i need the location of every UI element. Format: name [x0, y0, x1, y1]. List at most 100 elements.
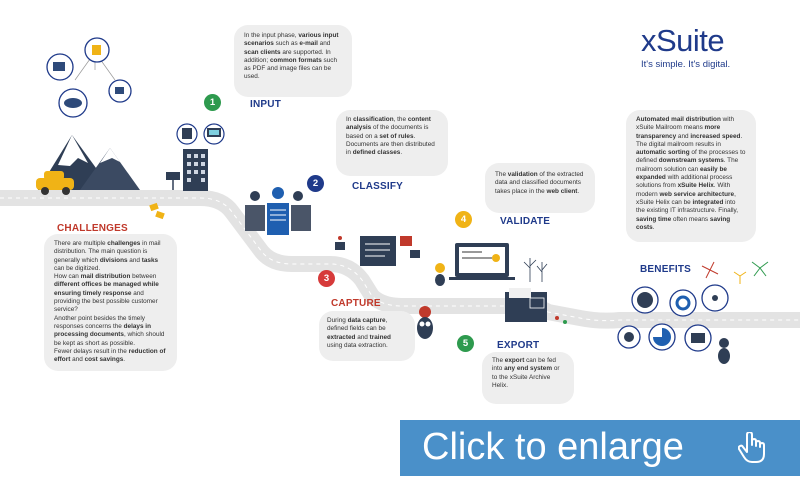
- text-run: There are multiple: [54, 240, 108, 247]
- text-run: mail distribution: [80, 273, 131, 281]
- text-run: in mail distribution. The main question …: [54, 240, 161, 264]
- text-run: saving costs: [636, 215, 731, 231]
- text-run: Fewer delays result in the: [54, 347, 129, 355]
- capture-description: During data capture, defined fields can …: [319, 311, 415, 361]
- text-run: with additional process solutions from: [636, 174, 733, 190]
- click-to-enlarge-button[interactable]: Click to enlarge: [400, 420, 800, 476]
- scanner-computer-icons: [176, 123, 225, 145]
- text-run: defined classes: [352, 149, 401, 157]
- text-run: extracted: [327, 333, 356, 341]
- text-run: , defined fields can be: [327, 317, 388, 333]
- text-run: can be digitized.: [54, 264, 101, 272]
- text-run: Automated mail distribution: [636, 116, 721, 123]
- text-run: easily be expanded: [636, 165, 727, 182]
- brand-slogan: It's simple. It's digital.: [641, 59, 731, 70]
- text-run: .: [652, 223, 655, 231]
- text-run: and: [355, 333, 370, 341]
- text-run: such as PDF and image files can be used.: [244, 56, 338, 81]
- text-run: and: [676, 132, 691, 140]
- text-run: The: [492, 357, 505, 364]
- text-run: common formats: [269, 56, 322, 64]
- text-run: can be fed into: [492, 357, 556, 373]
- step-number-validate: 4: [455, 211, 472, 228]
- benefits-icons: [617, 261, 769, 364]
- step-title-classify: CLASSIFY: [352, 181, 404, 192]
- step-number-classify: 2: [307, 175, 324, 192]
- step-title-challenges: CHALLENGES: [57, 223, 128, 234]
- text-run: trained: [369, 333, 391, 341]
- text-run: classification: [353, 116, 394, 123]
- text-run: and: [127, 256, 142, 264]
- export-folder-icon: [505, 288, 567, 324]
- text-run: into the existing IT infrastructure. Fin…: [636, 198, 739, 215]
- text-run: of the documents is based on a: [346, 124, 429, 140]
- text-run: using data extraction.: [327, 341, 388, 349]
- car-icon: [36, 171, 74, 195]
- text-run: of the processes to defined: [636, 149, 746, 165]
- text-run: reduction of effort: [54, 347, 166, 364]
- classify-description: In classification, the content analysis …: [336, 110, 448, 176]
- text-run: different offices be managed while ensur…: [54, 281, 159, 297]
- building-icon: [166, 149, 208, 191]
- text-run: set of rules: [379, 132, 414, 140]
- text-run: or to the xSuite Archive Helix.: [492, 365, 560, 389]
- text-run: often means: [671, 215, 710, 223]
- text-run: web client: [546, 187, 578, 195]
- validate-character-icon: [435, 263, 445, 286]
- text-run: downstream systems: [658, 157, 724, 165]
- text-run: between: [130, 273, 157, 281]
- brand-name: xSuite: [641, 25, 730, 57]
- text-run: .: [577, 187, 580, 195]
- text-run: tasks: [141, 256, 159, 264]
- text-run: xSuite Helix: [677, 182, 714, 190]
- text-run: data capture: [347, 317, 386, 324]
- step-title-benefits: BENEFITS: [640, 264, 692, 275]
- text-run: How can: [54, 273, 81, 281]
- validate-description: The validation of the extracted data and…: [485, 163, 595, 213]
- text-run: and providing the best possible customer…: [54, 289, 158, 314]
- text-run: In: [346, 116, 354, 123]
- text-run: , the: [393, 116, 408, 123]
- text-run: , which should be kept as short as possi…: [54, 331, 165, 347]
- step-title-validate: VALIDATE: [500, 216, 551, 227]
- text-run: export: [504, 357, 525, 364]
- text-run: increased speed: [690, 132, 741, 140]
- tag-icon: [149, 202, 165, 220]
- step-number-capture: 3: [318, 270, 335, 287]
- process-road: [0, 190, 800, 329]
- text-run: . With modern: [636, 182, 731, 198]
- text-run: validation: [507, 171, 538, 178]
- text-run: Another point besides the timely respons…: [54, 314, 145, 330]
- text-run: with xSuite Mailroom means: [636, 116, 734, 132]
- text-run: During: [327, 317, 348, 324]
- text-run: various input scenarios: [244, 32, 339, 48]
- export-description: The export can be fed into any end syste…: [482, 352, 574, 404]
- click-to-enlarge-label: Click to enlarge: [422, 426, 684, 468]
- text-run: scan clients: [244, 48, 281, 56]
- text-run: of the extracted data and classified doc…: [495, 171, 584, 195]
- step-title-capture: CAPTURE: [331, 298, 381, 309]
- text-run: , xSuite Helix can be: [636, 190, 736, 206]
- text-run: more transparency: [636, 124, 721, 140]
- text-run: and: [70, 356, 85, 364]
- text-run: challenges: [107, 240, 141, 247]
- text-run: .: [400, 149, 403, 157]
- text-run: and: [317, 40, 331, 48]
- capture-screen-icon: [335, 236, 420, 266]
- text-run: . The digital mailroom results in: [636, 132, 743, 148]
- pointer-hand-icon: [738, 432, 765, 463]
- step-title-input: INPUT: [250, 99, 281, 110]
- gears-icon: [669, 289, 697, 317]
- text-run: divisions: [99, 256, 128, 264]
- challenges-description: There are multiple challenges in mail di…: [44, 234, 177, 371]
- text-run: The: [495, 171, 508, 178]
- text-run: . The mailroom solution can: [636, 157, 739, 173]
- laptop-icon: [449, 243, 548, 282]
- text-run: saving time: [636, 215, 672, 223]
- brand-name-prefix: x: [641, 23, 657, 58]
- text-run: . Documents are then distributed in: [346, 132, 435, 157]
- step-title-export: EXPORT: [497, 340, 540, 351]
- text-run: content analysis: [346, 116, 431, 132]
- capture-character-icon: [417, 306, 433, 339]
- text-run: delays in processing documents: [54, 322, 151, 339]
